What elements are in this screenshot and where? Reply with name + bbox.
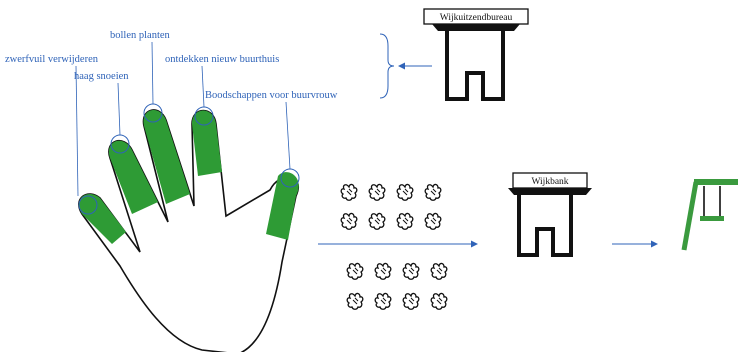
building-roof (508, 188, 592, 195)
leader-ontdekken (201, 65, 205, 108)
wijkuitzendbureau-building: Wijkuitzendbureau (423, 8, 529, 101)
pinky-green-tip (78, 193, 126, 244)
building-roof (432, 24, 520, 31)
label-heg-snoeien: haag snoeien (74, 71, 129, 82)
mini-hand-icon (402, 292, 420, 310)
label-bollen-planten: bollen planten (110, 30, 171, 41)
building-label-middle: Wijkbank (531, 177, 568, 187)
label-boodschappen: Boodschappen voor buurvrouw (205, 90, 338, 101)
leader-bollen (151, 41, 154, 105)
hand-illustration (78, 103, 300, 352)
index-green-tip (192, 110, 222, 176)
mini-hand-icon (424, 212, 442, 230)
mini-hand-icon (374, 292, 392, 310)
mini-hand-icon (396, 212, 414, 230)
swing-icon (681, 179, 738, 251)
pinky-tip-circle (78, 195, 98, 215)
task-labels: bollen planten zwerfvuil verwijderen haa… (5, 30, 432, 197)
middle-green-tip (143, 109, 190, 204)
label-ontdekken: ontdekken nieuw buurthuis (165, 54, 279, 65)
mini-hand-icon (430, 262, 448, 280)
ring-green-tip (108, 140, 158, 214)
mini-hand-icon (396, 183, 414, 201)
mini-hand-icon (402, 262, 420, 280)
arrowhead-left (398, 62, 405, 70)
mini-hand-icon (424, 183, 442, 201)
leader-heg (117, 82, 121, 136)
leader-boodschappen (285, 101, 291, 170)
flow-arrow-1 (318, 240, 478, 248)
thumb-green-tip (266, 172, 299, 240)
mini-hand-icon (368, 212, 386, 230)
building-body (445, 31, 505, 101)
mini-hand-icon (340, 212, 358, 230)
hands-group-1 (340, 183, 442, 230)
leader-zwerfvuil (75, 65, 79, 197)
mini-hand-icon (346, 292, 364, 310)
flow-arrow-2 (612, 240, 658, 248)
mini-hand-icon (430, 292, 448, 310)
building-label-top: Wijkuitzendbureau (440, 13, 513, 23)
mini-hand-icon (340, 183, 358, 201)
label-zwerfvuil: zwerfvuil verwijderen (5, 54, 99, 65)
mini-hand-icon (374, 262, 392, 280)
labels-brace (379, 33, 395, 99)
building-body (517, 195, 573, 257)
mini-hand-icon (368, 183, 386, 201)
wijkbank-building: Wijkbank (508, 172, 592, 257)
mini-hand-icon (346, 262, 364, 280)
hands-group-2 (346, 262, 448, 310)
